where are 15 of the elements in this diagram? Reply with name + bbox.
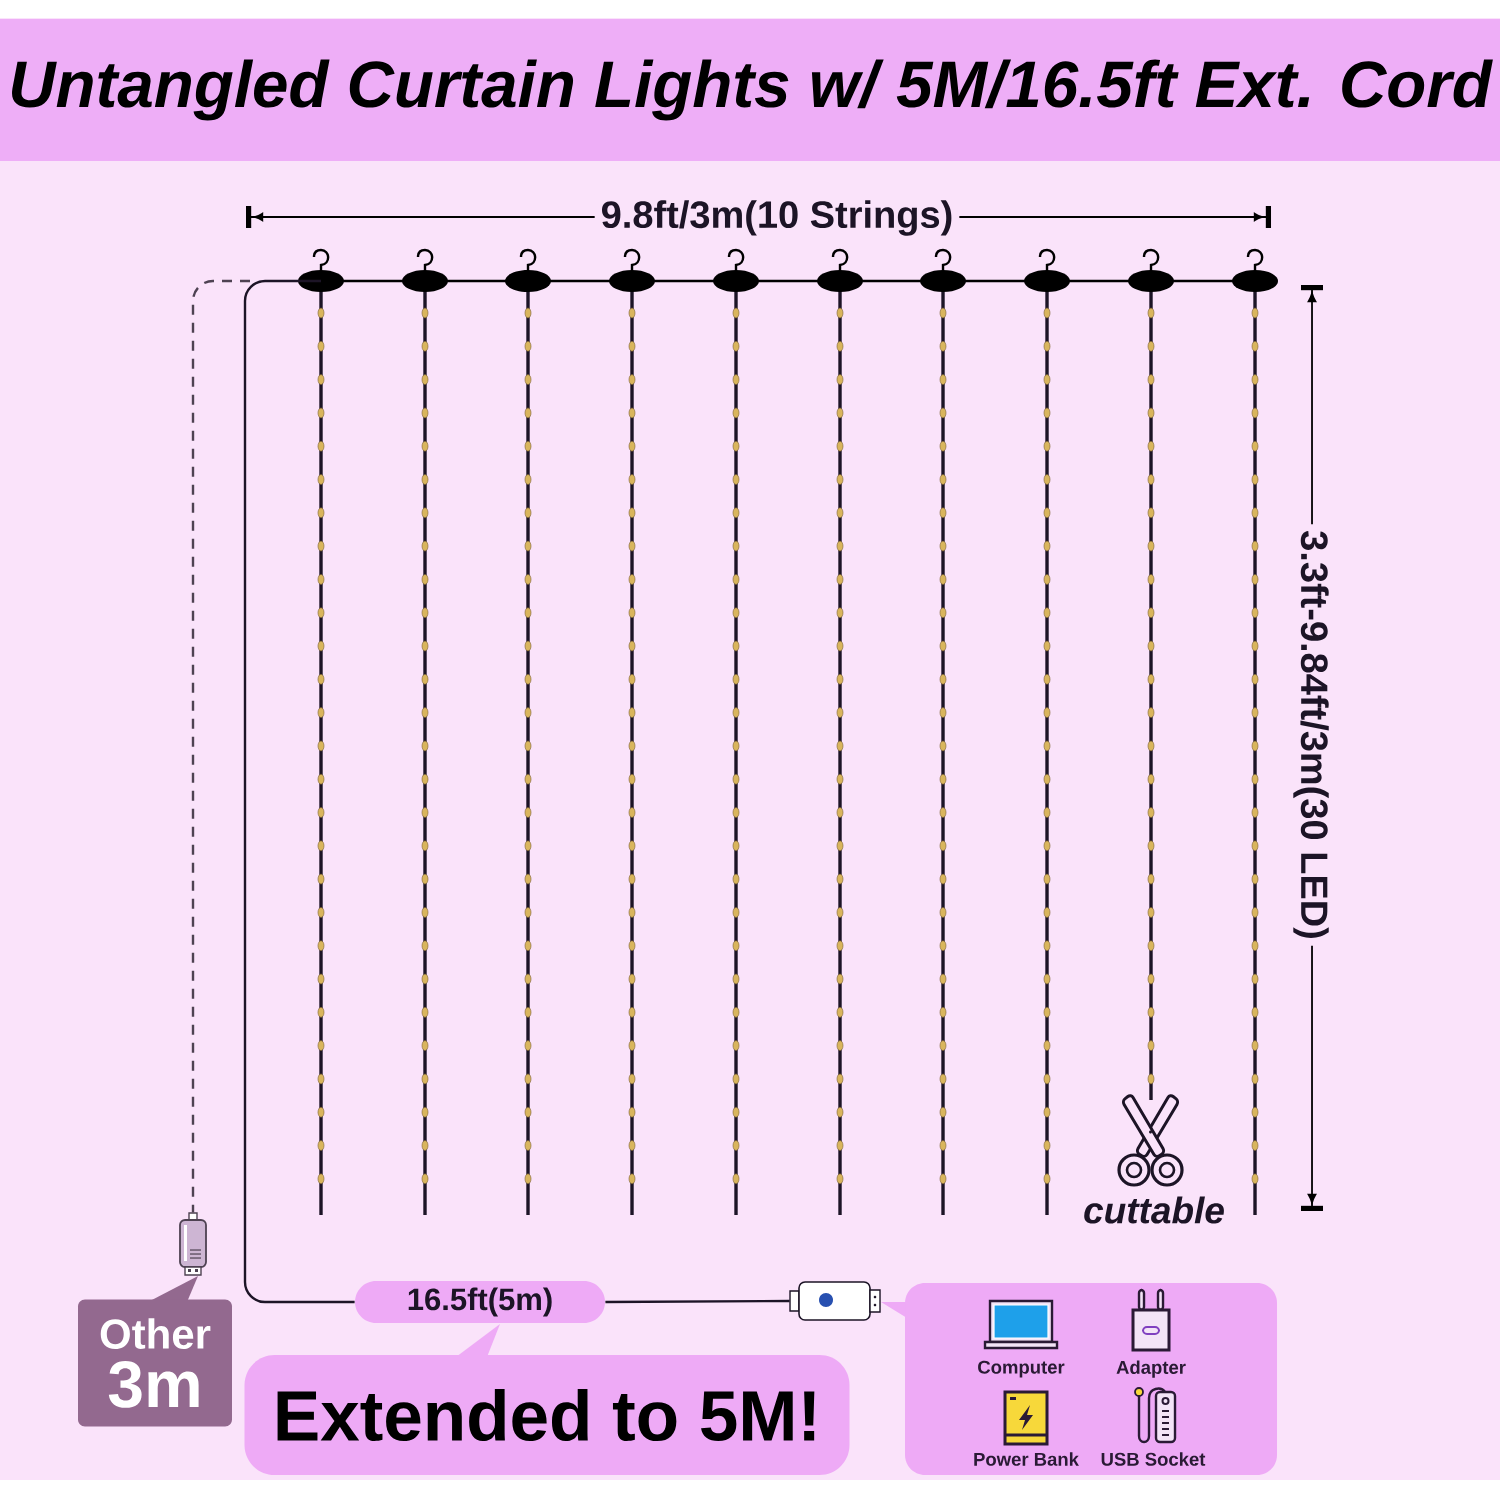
note-text: cuttable xyxy=(1084,1196,1224,1224)
usb-controller xyxy=(789,1281,881,1321)
callout-box: Other 3m xyxy=(78,1276,232,1427)
icon-caption: Power Bank xyxy=(974,1452,1079,1466)
callout-box: Extended to 5M! xyxy=(244,1324,850,1475)
icon-caption: Computer xyxy=(978,1360,1065,1378)
cable xyxy=(605,1299,790,1304)
icon-caption: Adapter xyxy=(1116,1360,1186,1378)
dimension-label: 9.8ft/3m(10 Strings) xyxy=(594,194,960,242)
icon-caption: USB Socket xyxy=(1101,1452,1206,1466)
title-banner: Untangled Curtain Lights w/ 5M/16.5ft Ext. Cord xyxy=(0,19,1500,161)
cable xyxy=(191,279,250,1213)
usb-plug xyxy=(179,1212,207,1276)
dimension-label: 3.3ft-9.84ft/3m(30 LED) xyxy=(1287,524,1335,946)
cable xyxy=(243,279,355,1304)
